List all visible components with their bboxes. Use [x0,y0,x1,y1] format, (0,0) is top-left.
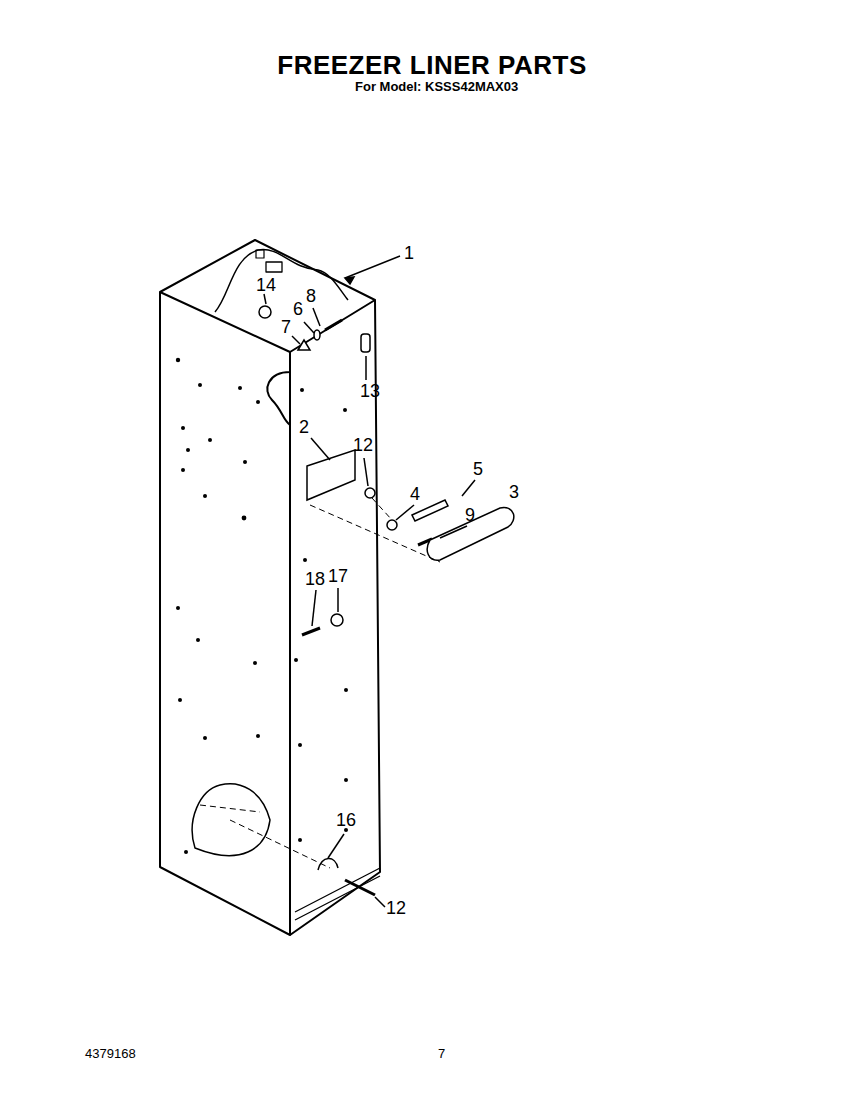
callout-number: 3 [509,483,519,501]
callout-number: 5 [473,460,483,478]
callout-number: 8 [306,287,316,305]
callout-number: 7 [281,318,291,336]
callout-number: 13 [360,382,380,400]
callout-number: 17 [328,567,348,585]
page-number: 7 [438,1047,445,1060]
model-line: For Model: KSSS42MAX03 [355,80,518,93]
callout-number: 6 [293,300,303,318]
diagram-title: FREEZER LINER PARTS [0,52,864,78]
callout-number: 4 [410,485,420,503]
callout-number: 18 [305,570,325,588]
callout-number: 2 [299,418,309,436]
callout-number: 14 [256,276,276,294]
callout-number: 9 [465,506,475,524]
callout-number: 12 [386,899,406,917]
callout-number: 1 [404,244,414,262]
document-number: 4379168 [85,1047,136,1060]
callout-number: 12 [353,436,373,454]
callout-number: 16 [336,811,356,829]
